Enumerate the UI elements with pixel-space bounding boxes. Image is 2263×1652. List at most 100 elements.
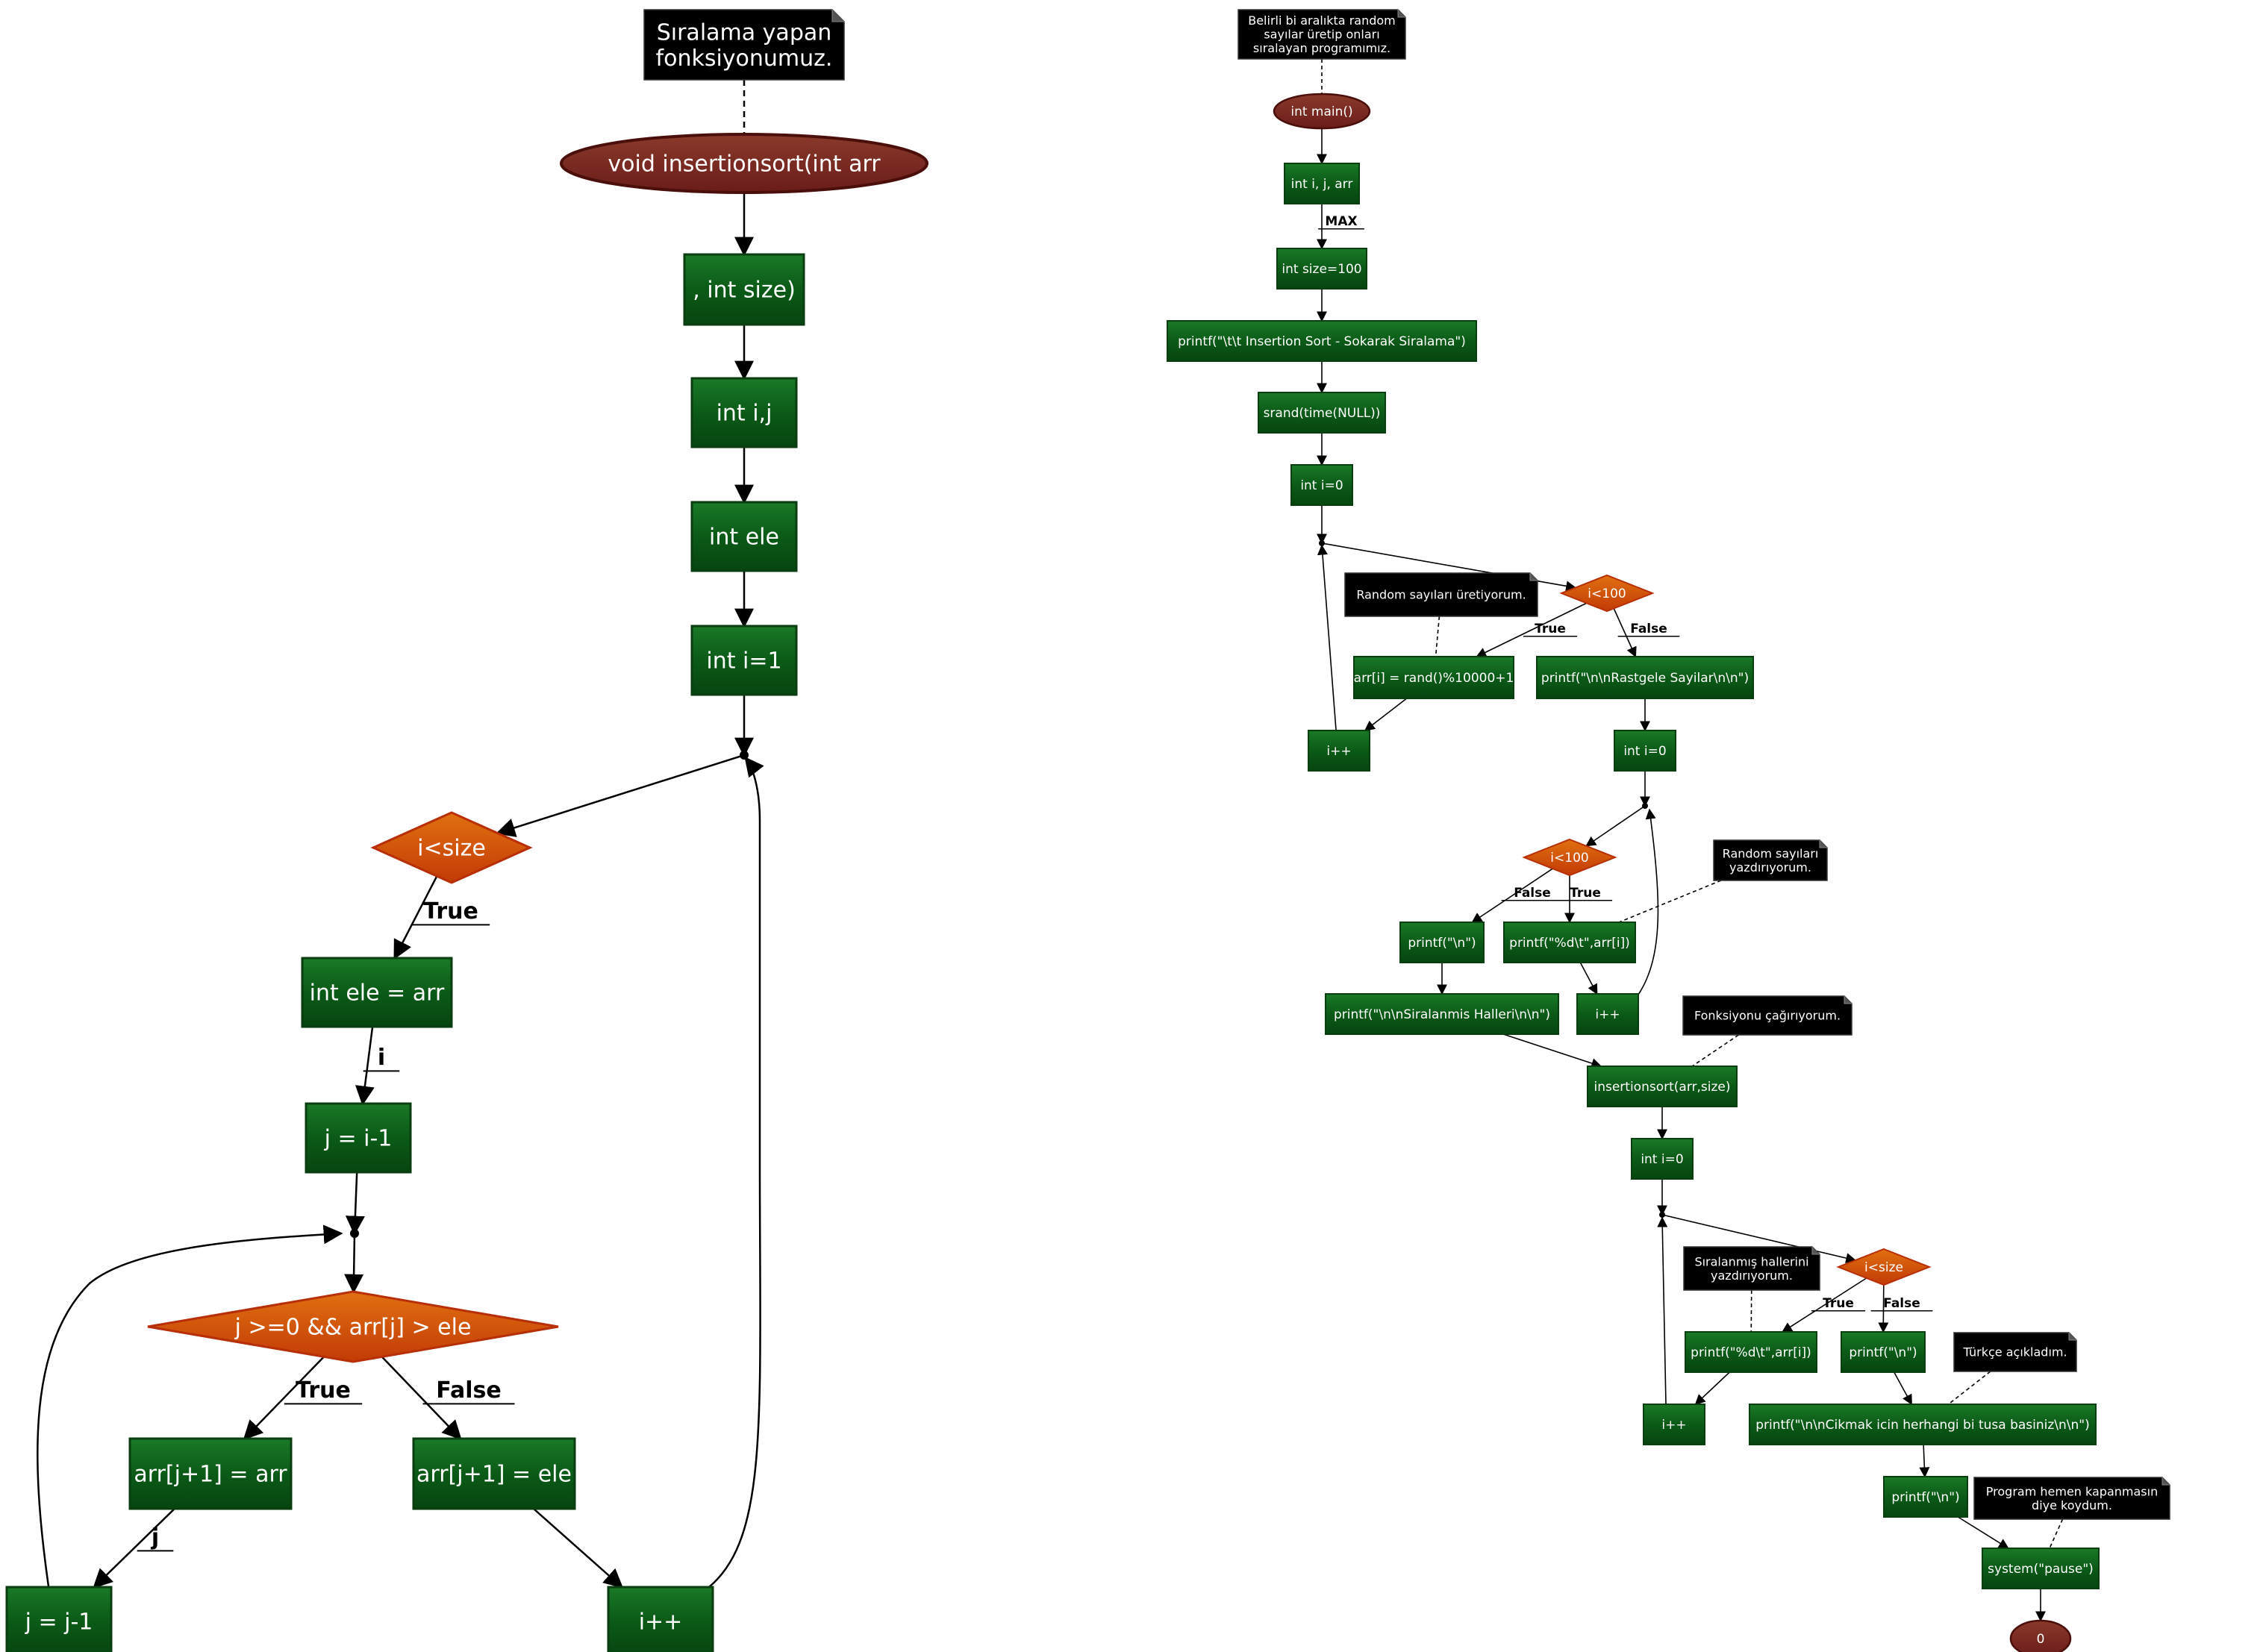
node-label: j = j-1 [25,1609,93,1636]
node-label: int ele = arr [310,980,445,1007]
process-box [1982,1548,2100,1589]
edge-r-jb-to-r-c2 [1585,805,1646,847]
edge-arrow [1471,868,1553,923]
process-int-i-1: int i=1 [690,625,798,696]
note-connector [1750,1289,1752,1333]
process-box [1883,1476,1968,1518]
note-box [1683,1246,1820,1291]
process-i: i++ [1576,993,1639,1035]
process-box [1353,656,1514,699]
process-printf-n: printf("\n") [1399,922,1485,963]
note-box [1682,995,1852,1036]
process-int-size: , int size) [683,253,805,326]
node-label: printf("\n") [1849,1345,1917,1360]
note-t-rk-e-a-klad-m: Türkçe açıkladım. [1953,1332,2077,1372]
process-j-j-1: j = j-1 [5,1586,113,1652]
node-label: void insertionsort(int arr [608,151,881,178]
decision-i-size: i<size [1836,1248,1932,1286]
junction-r-ja [1319,540,1325,546]
node-label: int i=1 [706,648,781,675]
edge-l-arrf-to-l-ipp [533,1508,624,1589]
process-int-i-0: int i=0 [1614,730,1676,772]
process-box [690,377,798,448]
edge-label-max: MAX [1325,214,1357,229]
edge-r-c2-to-r-pn1: False [1471,868,1564,923]
node-label: int ele [709,525,779,551]
node-label: int size=100 [1282,262,1361,277]
node-label: i++ [639,1609,683,1636]
edge-label-false: False [436,1377,501,1404]
process-insertionsort-arr-size: insertionsort(arr,size) [1587,1066,1738,1107]
edge-l-j2-to-l-cond2 [344,1233,364,1294]
junction-dot [1659,1212,1665,1218]
note-fold [1529,573,1538,581]
process-printf-n-nsiralanmis-halleri-n-n: printf("\n\nSiralanmis Halleri\n\n") [1325,993,1559,1035]
node-label: diye koydum. [2032,1498,2112,1512]
edge-arrow [1613,608,1637,658]
note-connector [1948,1371,1991,1405]
note-box [643,9,845,81]
node-label: yazdırıyorum. [1711,1268,1793,1283]
node-label: printf("\t\t Insertion Sort - Sokarak Si… [1178,334,1466,349]
process-int-ele-arr: int ele = arr [301,957,453,1028]
edge-arrow [1957,1516,2009,1549]
process-box [1167,320,1477,362]
process-box [683,253,805,326]
edge-arrow [381,1356,462,1440]
edge-arrow [1894,1371,1912,1406]
process-box [1614,730,1676,772]
node-label: printf("%d\t",arr[i]) [1509,936,1630,951]
process-box [1325,993,1559,1035]
process-box [1308,730,1370,772]
edge-label-false: False [1883,1296,1920,1311]
edge-arrow [533,1508,624,1589]
edge-l-arrt-to-l-jjm1: j [93,1508,175,1589]
process-box [607,1586,714,1652]
edge-arrow [1476,602,1588,657]
node-label: i++ [1595,1007,1620,1022]
edge-r-note5-to-r-pd2 [1750,1289,1752,1333]
note-connector [1691,1034,1739,1067]
process-box [1276,248,1367,290]
junction-r-jb [1642,803,1648,809]
process-printf-d-t-arr-i: printf("%d\t",arr[i]) [1685,1331,1817,1373]
note-fold [1844,996,1852,1004]
process-box [305,1102,412,1174]
edge-arrow [1585,805,1646,847]
process-box [301,957,453,1028]
decision-j-0-arr-j-ele: j >=0 && arr[j] > ele [147,1290,559,1363]
process-int-i-j-arr: int i, j, arr [1284,163,1360,204]
edge-label-false: False [1514,886,1551,901]
decision-diamond [147,1290,559,1363]
edge-l-cond1-to-l-elearr: True [393,875,490,960]
process-printf-n: printf("\n") [1883,1476,1968,1518]
edge-arrow [1502,1033,1602,1069]
node-label: arr[i] = rand()%10000+1 [1354,671,1514,686]
note-box [1953,1332,2077,1372]
node-label: int i=0 [1300,478,1343,493]
edge-label-true: True [423,898,478,924]
node-label: printf("\n") [1891,1490,1959,1505]
process-printf-t-t-insertion-sort-sokarak-siralama: printf("\t\t Insertion Sort - Sokarak Si… [1167,320,1477,362]
node-label: j >=0 && arr[j] > ele [234,1315,472,1341]
junction-r-jc [1659,1212,1665,1218]
node-label: sıralayan programımız. [1253,41,1390,55]
node-label: int i=0 [1623,744,1666,759]
edge-r-pd2-to-r-ippc [1694,1371,1730,1405]
edge-r-rand-to-r-ippa [1364,698,1408,731]
process-arr-i-rand-10000-1: arr[i] = rand()%10000+1 [1353,656,1514,699]
process-box [5,1586,113,1652]
edge-arrow [1781,1277,1867,1333]
terminal-ellipse [560,133,928,194]
edge-arrow [1317,544,1337,730]
node-label: int i=0 [1641,1152,1683,1167]
edge-l-j1-to-l-cond1 [496,754,745,837]
edge-r-note2-to-r-rand [1435,616,1440,657]
edge-arrow [355,1026,375,1106]
node-label: , int size) [693,278,796,304]
node-label: int i, j, arr [1291,177,1353,192]
edge-r-note6-to-r-pcik [1948,1371,1991,1405]
